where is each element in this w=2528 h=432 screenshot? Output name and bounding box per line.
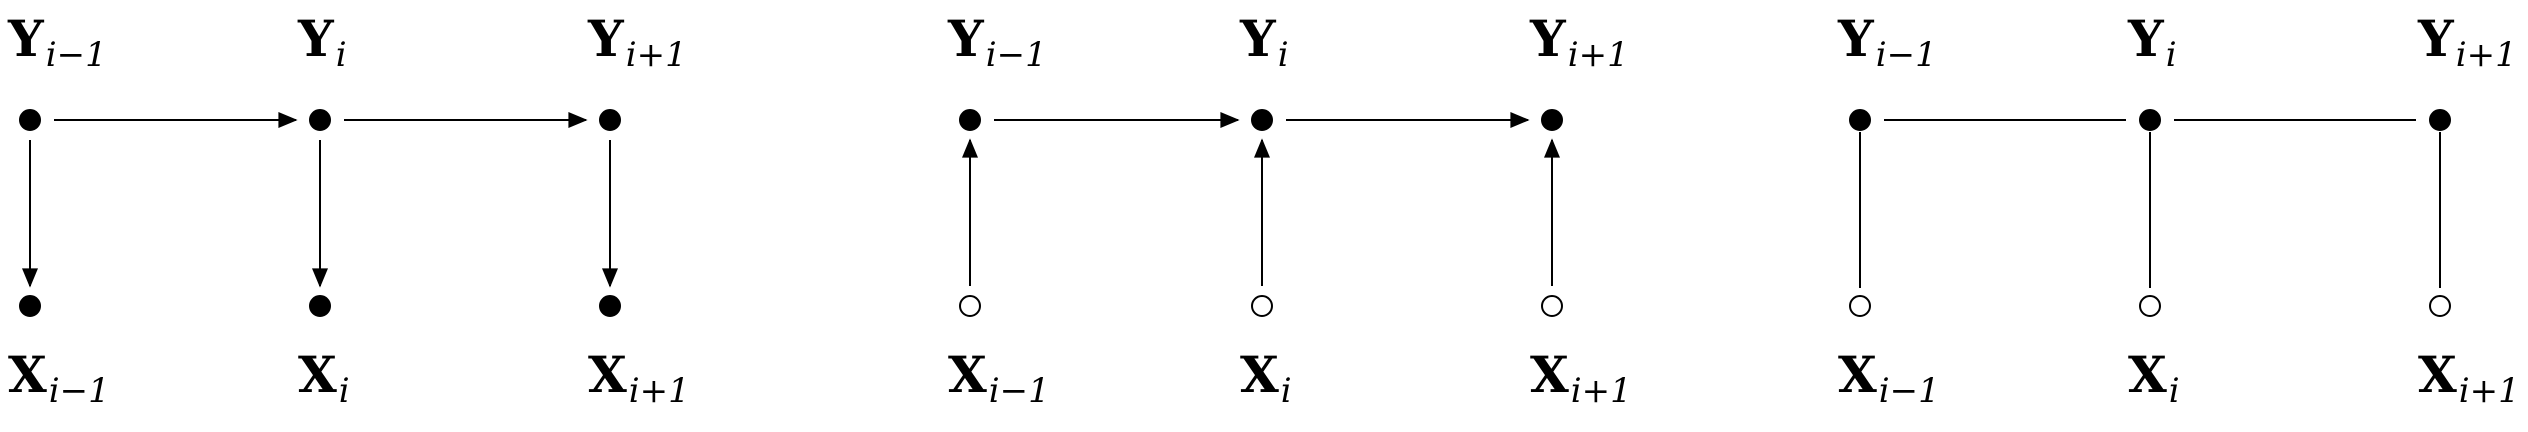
label-y-1-base: Y	[1239, 9, 1277, 68]
label-x-0-subscript: i−1	[1879, 371, 1940, 411]
label-x-0-subscript: i−1	[989, 371, 1050, 411]
label-x-1: Xi	[2128, 345, 2180, 411]
label-y-1: Yi	[1239, 9, 1289, 75]
label-x-0-subscript: i−1	[49, 371, 110, 411]
label-x-1-base: X	[1240, 345, 1279, 404]
label-y-2-base: Y	[2417, 9, 2455, 68]
node-x-2	[1541, 295, 1563, 317]
node-y-2	[2429, 109, 2451, 131]
label-x-0: Xi−1	[1838, 345, 1940, 411]
label-x-0-base: X	[948, 345, 987, 404]
label-x-1-subscript: i	[1281, 371, 1292, 411]
node-x-1	[2139, 295, 2161, 317]
label-x-2-base: X	[2418, 345, 2457, 404]
label-x-2-subscript: i+1	[1571, 371, 1632, 411]
label-y-2-base: Y	[587, 9, 625, 68]
label-x-1-base: X	[2128, 345, 2167, 404]
label-x-0: Xi−1	[8, 345, 110, 411]
node-y-1	[1251, 109, 1273, 131]
node-y-1	[2139, 109, 2161, 131]
node-x-0	[19, 295, 41, 317]
label-y-0-subscript: i−1	[46, 35, 107, 75]
label-x-0: Xi−1	[948, 345, 1050, 411]
label-y-1-base: Y	[2127, 9, 2165, 68]
label-x-1-base: X	[298, 345, 337, 404]
label-y-2-subscript: i+1	[1568, 35, 1629, 75]
label-x-2-subscript: i+1	[2459, 371, 2520, 411]
label-y-1-subscript: i	[2166, 35, 2177, 75]
label-x-1: Xi	[298, 345, 350, 411]
label-y-1: Yi	[2127, 9, 2177, 75]
node-x-0	[1849, 295, 1871, 317]
label-y-0-subscript: i−1	[986, 35, 1047, 75]
node-y-2	[1541, 109, 1563, 131]
node-x-2	[2429, 295, 2451, 317]
label-x-2-base: X	[588, 345, 627, 404]
label-y-1-subscript: i	[336, 35, 347, 75]
label-x-2-subscript: i+1	[629, 371, 690, 411]
label-x-2: Xi+1	[2418, 345, 2520, 411]
label-y-2-subscript: i+1	[2456, 35, 2517, 75]
label-y-2: Yi+1	[587, 9, 687, 75]
label-x-1: Xi	[1240, 345, 1292, 411]
label-y-0: Yi−1	[947, 9, 1047, 75]
label-y-2-subscript: i+1	[626, 35, 687, 75]
node-y-2	[599, 109, 621, 131]
node-x-0	[959, 295, 981, 317]
node-y-1	[309, 109, 331, 131]
label-y-0-base: Y	[1837, 9, 1875, 68]
label-x-2: Xi+1	[1530, 345, 1632, 411]
label-x-1-subscript: i	[2169, 371, 2180, 411]
node-x-1	[1251, 295, 1273, 317]
node-y-0	[1849, 109, 1871, 131]
label-y-2: Yi+1	[2417, 9, 2517, 75]
label-x-0-base: X	[1838, 345, 1877, 404]
label-y-2-base: Y	[1529, 9, 1567, 68]
label-y-1: Yi	[297, 9, 347, 75]
label-y-1-subscript: i	[1278, 35, 1289, 75]
label-x-2: Xi+1	[588, 345, 690, 411]
label-y-1-base: Y	[297, 9, 335, 68]
node-y-0	[959, 109, 981, 131]
label-x-1-subscript: i	[339, 371, 350, 411]
label-x-2-base: X	[1530, 345, 1569, 404]
label-y-0-base: Y	[947, 9, 985, 68]
label-y-0-subscript: i−1	[1876, 35, 1937, 75]
node-x-1	[309, 295, 331, 317]
label-y-0: Yi−1	[7, 9, 107, 75]
label-y-0-base: Y	[7, 9, 45, 68]
node-y-0	[19, 109, 41, 131]
label-y-2: Yi+1	[1529, 9, 1629, 75]
node-x-2	[599, 295, 621, 317]
label-y-0: Yi−1	[1837, 9, 1937, 75]
label-x-0-base: X	[8, 345, 47, 404]
